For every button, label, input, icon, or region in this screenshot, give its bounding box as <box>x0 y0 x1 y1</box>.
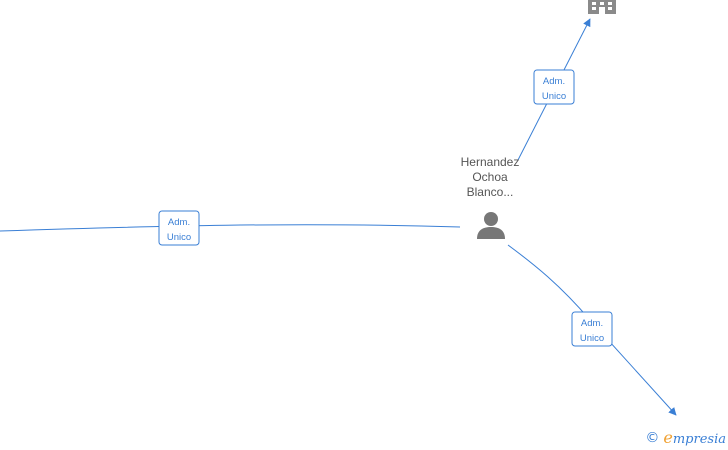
edge-left-label-line-2: Unico <box>167 232 191 243</box>
person-icon <box>477 212 505 239</box>
company-node[interactable] <box>588 0 616 14</box>
brand-name: mpresia <box>672 432 726 447</box>
edge-top-label-line-1: Adm. <box>543 76 565 87</box>
person-name-line-1: Hernandez <box>461 155 520 169</box>
edge-top-label-line-2: Unico <box>542 91 566 102</box>
edge-top-label[interactable]: Adm. Unico <box>533 69 575 105</box>
person-name-line-2: Ochoa <box>472 170 508 184</box>
edge-bottom-label-line-1: Adm. <box>581 318 603 329</box>
edge-left-label-line-1: Adm. <box>168 217 190 228</box>
edge-left-label[interactable]: Adm. Unico <box>158 210 200 246</box>
brand-initial: e <box>663 428 673 447</box>
edge-bottom-label-line-2: Unico <box>580 333 604 344</box>
building-icon <box>588 0 616 14</box>
copyright-icon: © <box>645 430 660 446</box>
person-node[interactable]: Hernandez Ochoa Blanco... <box>461 155 520 239</box>
edge-left-line[interactable] <box>0 224 461 232</box>
person-name-line-3: Blanco... <box>467 185 514 199</box>
brand-logo: empresia <box>663 428 726 448</box>
brand-watermark: © empresia <box>645 428 726 448</box>
edge-bottom-label[interactable]: Adm. Unico <box>571 311 613 347</box>
